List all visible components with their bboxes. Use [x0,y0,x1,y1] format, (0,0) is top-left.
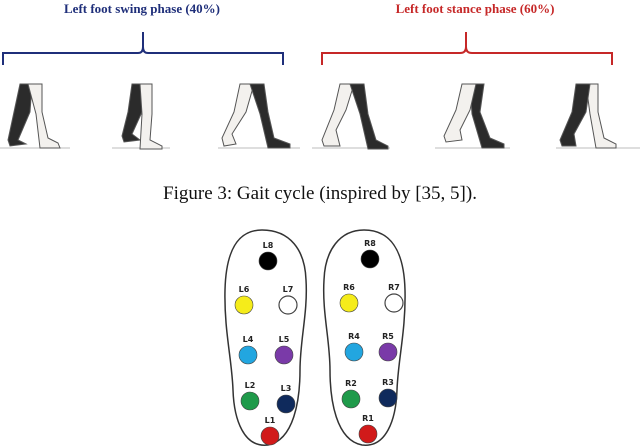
left-sensor-label-l6: L6 [239,285,250,294]
right-sensor-r8 [360,249,380,269]
left-sensor-label-l2: L2 [245,381,256,390]
stance-phase-label: Left foot stance phase (60%) [396,1,555,16]
left-sensor-label-l7: L7 [283,285,294,294]
left-sensor-l1 [260,426,280,446]
right-sensor-r6 [339,293,359,313]
leg-pose-2 [121,83,163,150]
right-sensor-label-r7: R7 [388,283,400,292]
right-sensor-label-r8: R8 [364,239,376,248]
gait-cycle-illustration: Left foot swing phase (40%) Left foot st… [0,1,640,150]
right-sensor-r7 [384,293,404,313]
right-sensor-label-r5: R5 [382,332,394,341]
right-sensor-label-r2: R2 [345,379,357,388]
swing-phase-bracket [2,32,284,65]
leg-pose-3 [221,83,291,149]
right-sensor-label-r1: R1 [362,414,374,423]
left-sensor-l4 [238,345,258,365]
left-sensor-l3 [276,394,296,414]
left-sensor-l7 [278,295,298,315]
right-sensor-r3 [378,388,398,408]
left-sensor-l2 [240,391,260,411]
left-sensor-l5 [274,345,294,365]
left-sensor-label-l5: L5 [279,335,290,344]
figure-caption: Figure 3: Gait cycle (inspired by [35, 5… [163,183,477,204]
left-sensor-label-l1: L1 [265,416,276,425]
left-sensor-l8 [258,251,278,271]
right-sensor-r4 [344,342,364,362]
right-sensor-r2 [341,389,361,409]
right-sensor-label-r4: R4 [348,332,360,341]
left-sensor-l6 [234,295,254,315]
leg-pose-6 [559,83,617,149]
left-sensor-label-l3: L3 [281,384,292,393]
right-sensor-r1 [358,424,378,444]
right-sensor-label-r3: R3 [382,378,394,387]
stance-phase-bracket [321,32,613,65]
right-sensor-label-r6: R6 [343,283,355,292]
left-sensor-label-l8: L8 [263,241,274,250]
swing-phase-label: Left foot swing phase (40%) [64,1,220,16]
right-sensor-r5 [378,342,398,362]
leg-pose-4 [321,83,389,150]
left-sensor-label-l4: L4 [243,335,254,344]
leg-pose-5 [443,83,505,149]
leg-pose-1 [7,83,61,149]
